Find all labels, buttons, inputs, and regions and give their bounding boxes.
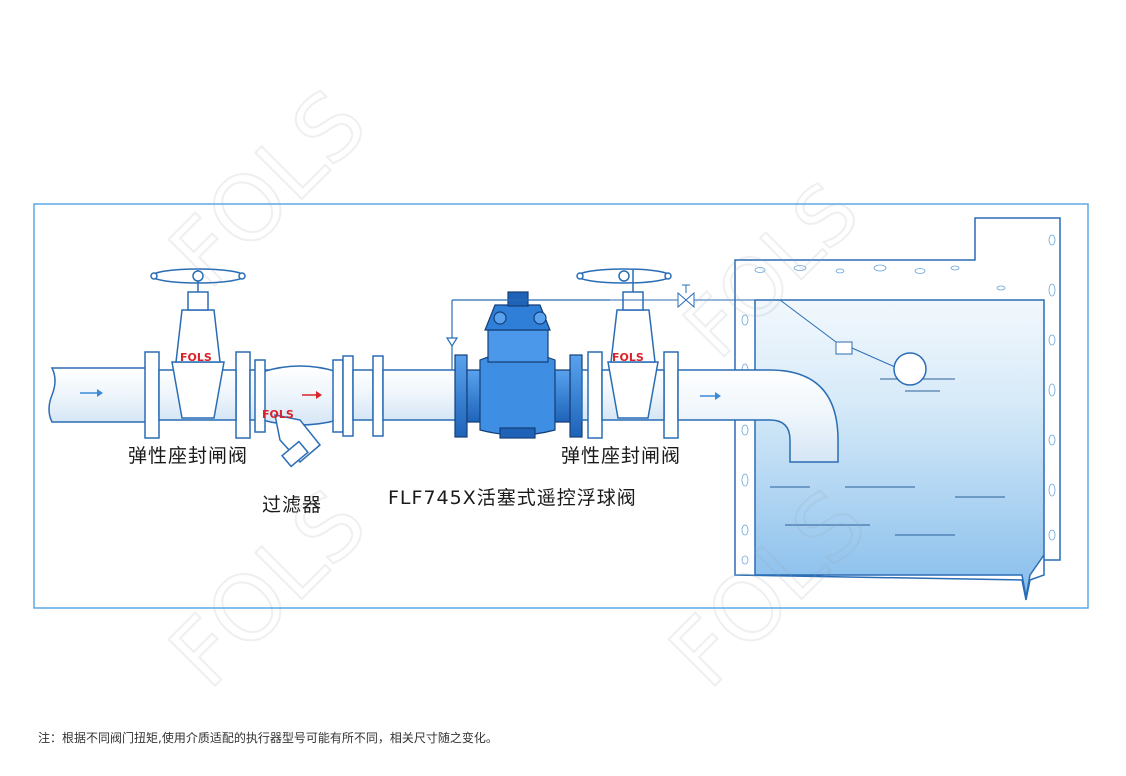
watermark-latin: FOLS xyxy=(150,71,387,308)
fols-logo-text: FOLS xyxy=(180,351,212,364)
outlet-pipe xyxy=(677,369,839,463)
footnote: 注：根据不同阀门扭矩,使用介质适配的执行器型号可能有所不同，相关尺寸随之变化。 xyxy=(38,731,498,745)
wall-texture xyxy=(741,234,1056,565)
gate-valve-right xyxy=(576,268,679,439)
fols-logo-filter: FOLS xyxy=(262,408,294,421)
fols-logo-text: FOLS xyxy=(262,408,294,421)
tank-water xyxy=(755,300,1044,597)
inlet-pipe xyxy=(48,367,149,423)
filter-strainer xyxy=(254,359,344,468)
gate-valve-left xyxy=(144,268,251,439)
label-gate-valve-right: 弹性座封闸阀 xyxy=(561,445,682,467)
control-line xyxy=(610,284,896,368)
float-ball xyxy=(893,352,927,386)
fols-logo-text: FOLS xyxy=(612,351,644,364)
fols-logo-left: FOLS xyxy=(180,351,212,364)
fols-logo-right: FOLS xyxy=(612,351,644,364)
label-gate-valve-left: 弹性座封闸阀 xyxy=(128,445,249,467)
main-float-valve xyxy=(445,291,610,439)
flange-pipe xyxy=(342,355,459,437)
tank-wall xyxy=(734,217,1061,601)
label-filter: 过滤器 xyxy=(262,494,323,516)
label-main-valve: FLF745X活塞式遥控浮球阀 xyxy=(388,487,637,509)
diagram-frame xyxy=(33,203,1089,609)
